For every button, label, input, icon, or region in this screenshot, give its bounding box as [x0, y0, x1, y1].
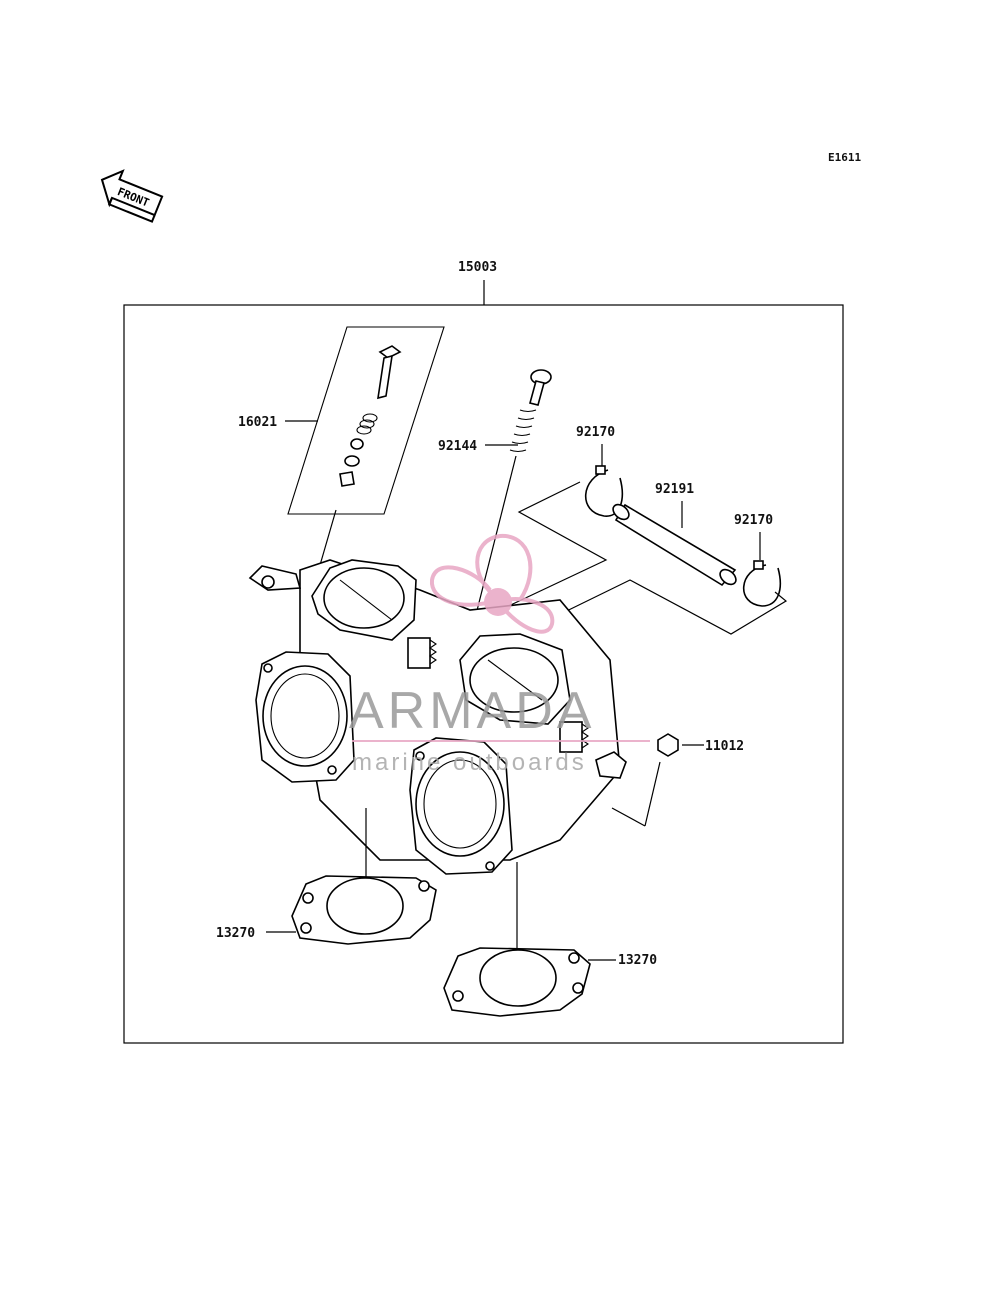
label-92170-top: 92170	[576, 425, 615, 440]
label-13270-right: 13270	[618, 953, 657, 968]
gasket-left-part	[291, 875, 437, 945]
propeller-icon	[429, 533, 555, 634]
gasket-right-part	[443, 947, 591, 1017]
front-arrow-icon: FRONT	[100, 169, 164, 223]
spring-screw-part	[509, 369, 552, 453]
label-92191: 92191	[655, 482, 694, 497]
pipe-part	[612, 503, 737, 587]
clip-top-part	[584, 465, 624, 517]
label-15003: 15003	[458, 260, 497, 275]
diagram-code: E1611	[828, 151, 861, 164]
propeller-hub-icon	[484, 588, 512, 616]
watermark-tagline: marine outboards	[352, 749, 587, 776]
label-92170-right: 92170	[734, 513, 773, 528]
assembly-frame	[123, 304, 844, 1044]
screw-kit-parts	[339, 345, 402, 487]
watermark-logo: ARMADA marine outboards	[349, 533, 650, 776]
clip-right-part	[742, 560, 782, 607]
label-11012: 11012	[705, 739, 744, 754]
screw-kit-outline	[287, 326, 445, 515]
label-16021: 16021	[238, 415, 277, 430]
throttle-body-part	[248, 559, 627, 875]
label-13270-left: 13270	[216, 926, 255, 941]
label-92144: 92144	[438, 439, 477, 454]
cap-part	[657, 733, 679, 757]
watermark-brand: ARMADA	[349, 682, 595, 740]
